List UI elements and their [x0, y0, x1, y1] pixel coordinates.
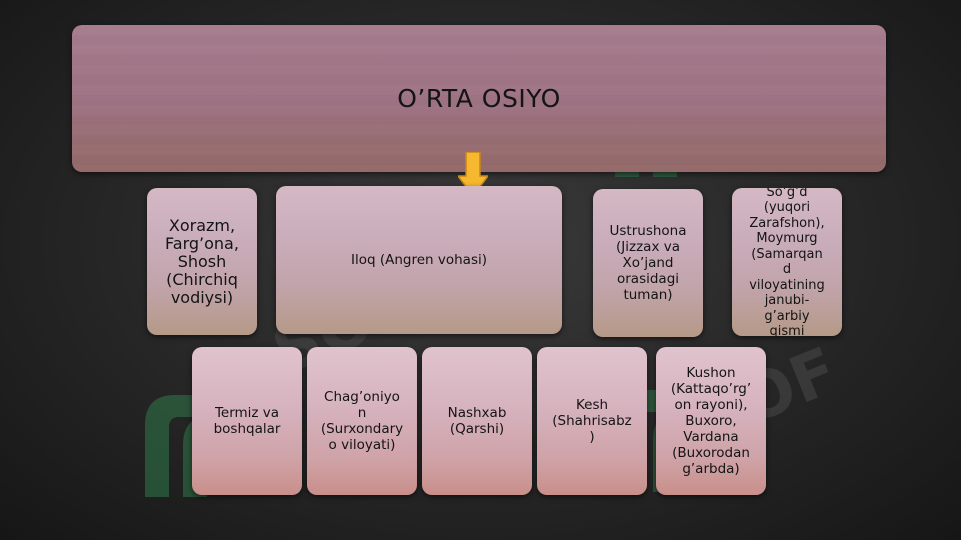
- region-label: Kesh (Shahrisabz ): [552, 397, 632, 445]
- region-box-termiz: Termiz va boshqalar: [192, 347, 302, 495]
- region-label: Kushon (Kattaqo’rg’ on rayoni), Buxoro, …: [670, 365, 752, 477]
- region-box-ustrushona: Ustrushona (Jizzax va Xo’jand orasidagi …: [593, 189, 703, 337]
- region-box-nashxab: Nashxab (Qarshi): [422, 347, 532, 495]
- region-label: Termiz va boshqalar: [213, 405, 281, 437]
- region-box-sogd: So’g’d (yuqori Zarafshon), Moymurg (Sama…: [732, 188, 842, 336]
- region-box-xorazm: Xorazm, Farg’ona, Shosh (Chirchiq vodiys…: [147, 188, 257, 335]
- region-label: Chag’oniyo n (Surxondary o viloyati): [320, 389, 404, 453]
- region-label: Xorazm, Farg’ona, Shosh (Chirchiq vodiys…: [165, 215, 239, 307]
- region-label: Iloq (Angren vohasi): [350, 252, 487, 268]
- title-box: O’RTA OSIYO: [72, 25, 886, 172]
- region-label: So’g’d (yuqori Zarafshon), Moymurg (Sama…: [749, 188, 825, 336]
- region-box-kesh: Kesh (Shahrisabz ): [537, 347, 647, 495]
- region-label: Ustrushona (Jizzax va Xo’jand orasidagi …: [609, 223, 687, 303]
- region-box-chagoniyon: Chag’oniyo n (Surxondary o viloyati): [307, 347, 417, 495]
- region-box-kushon: Kushon (Kattaqo’rg’ on rayoni), Buxoro, …: [656, 347, 766, 495]
- region-label: Nashxab (Qarshi): [447, 405, 507, 437]
- diagram-title: O’RTA OSIYO: [397, 84, 561, 113]
- region-box-iloq: Iloq (Angren vohasi): [276, 186, 562, 334]
